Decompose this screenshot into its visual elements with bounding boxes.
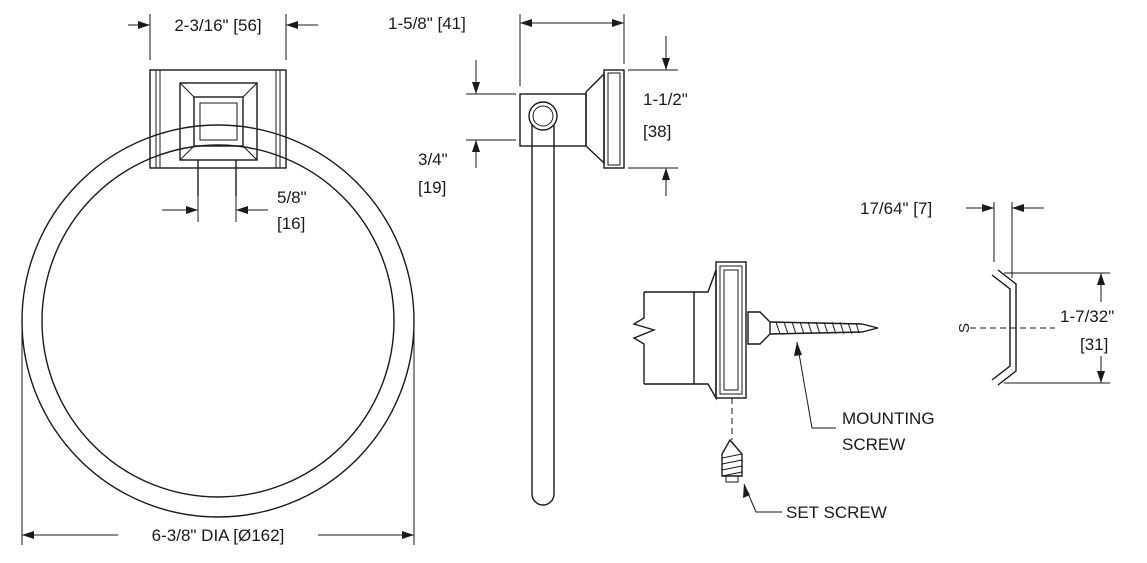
dim-projection: 1-5/8" [41]: [388, 14, 625, 86]
label-projection: 1-5/8" [41]: [388, 14, 466, 33]
dim-clip-depth: 17/64" [7]: [860, 199, 1044, 278]
mounting-detail: MOUNTING SCREW SET SCREW: [632, 261, 935, 522]
label-mounting-screw-2: SCREW: [842, 435, 905, 454]
mounting-screw: [747, 311, 879, 345]
ring-inner: [41, 144, 395, 498]
side-view: 1-5/8" [41] 1-1/2" [38] 3/4" [19]: [388, 14, 688, 506]
dim-flange-height: 1-1/2" [38]: [628, 36, 688, 196]
label-clip-height-mm: [31]: [1080, 335, 1108, 354]
label-flange-height-mm: [38]: [643, 122, 671, 141]
label-mounting-screw-1: MOUNTING: [842, 409, 935, 428]
clip-detail: S 17/64" [7] 1-7/32" [31]: [860, 199, 1114, 386]
set-screw: [721, 398, 743, 483]
label-flange-height-in: 1-1/2": [643, 90, 688, 109]
label-set-screw: SET SCREW: [786, 503, 887, 522]
dim-flange-width: 2-3/16" [56]: [128, 14, 318, 60]
front-view: 2-3/16" [56] 5/8" [16] 6-3/8" DIA [Ø162]: [21, 14, 415, 545]
label-post-width-in: 5/8": [277, 188, 307, 207]
dim-clip-height: 1-7/32" [31]: [1004, 272, 1114, 384]
label-flange-width: 2-3/16" [56]: [174, 16, 261, 35]
label-post-height-mm: [19]: [418, 178, 446, 197]
label-clip-height-in: 1-7/32": [1060, 307, 1114, 326]
front-flange: [149, 69, 287, 169]
label-post-width-mm: [16]: [277, 214, 305, 233]
label-center-mark: S: [956, 323, 973, 333]
label-clip-depth: 17/64" [7]: [860, 199, 932, 218]
label-ring-diameter: 6-3/8" DIA [Ø162]: [152, 526, 285, 545]
ring-outer: [21, 124, 415, 518]
dim-ring-diameter: 6-3/8" DIA [Ø162]: [21, 321, 415, 545]
dim-post-width: 5/8" [16]: [162, 188, 307, 233]
label-post-height-in: 3/4": [418, 150, 448, 169]
dim-post-height: 3/4" [19]: [418, 60, 516, 197]
